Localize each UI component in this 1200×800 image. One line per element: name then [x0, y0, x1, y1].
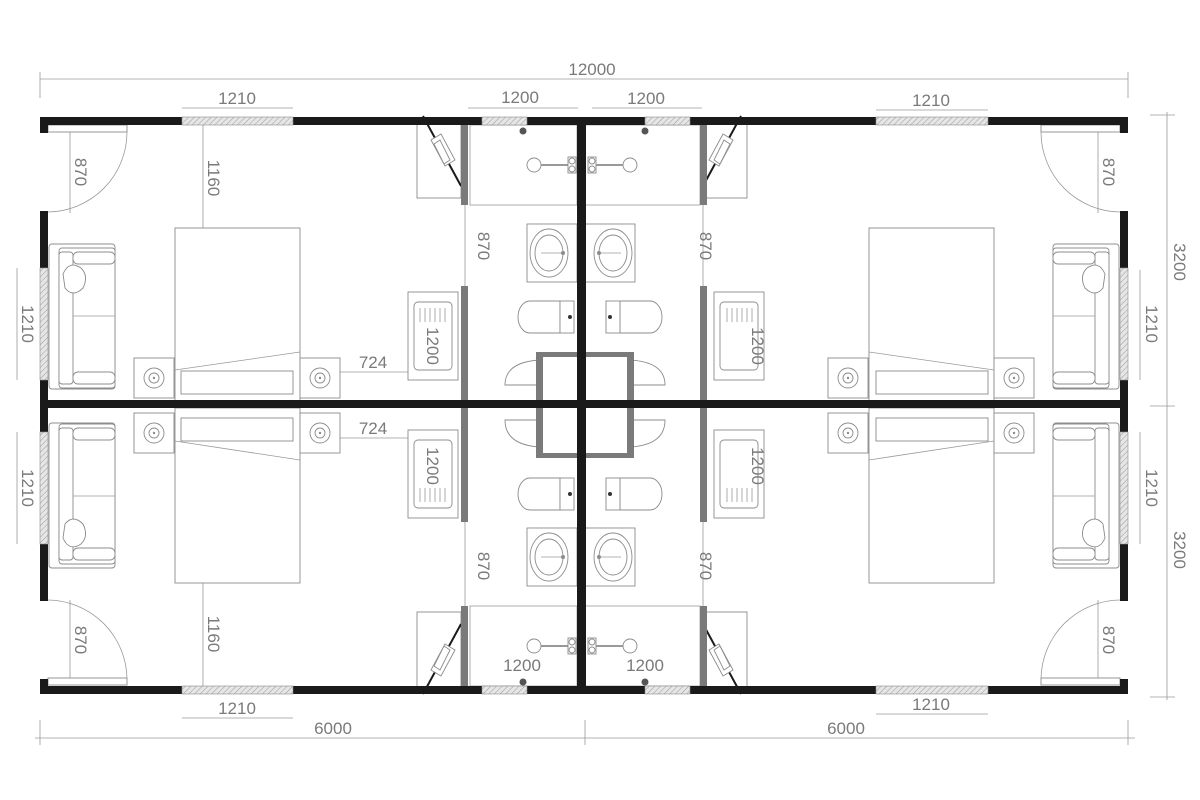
- right-lower-window-label: 1210: [1142, 469, 1161, 507]
- overall-width-label: 12000: [568, 60, 615, 79]
- bottom-left-window-label: 1210: [218, 699, 256, 718]
- bedside-lower-label: 724: [359, 419, 387, 438]
- walls: [40, 117, 1128, 694]
- vanity-top-left-label: 1200: [423, 327, 442, 365]
- bath-door-bottom-right-label: 870: [696, 552, 715, 580]
- bedside-upper-label: 724: [359, 353, 387, 372]
- top-right-bath-window-label: 1200: [627, 89, 665, 108]
- shower-bottom-right-label: 1200: [626, 656, 664, 675]
- right-upper-height-label: 3200: [1170, 243, 1189, 281]
- bath-door-bottom-left-label: 870: [474, 552, 493, 580]
- dimension-lines: [16, 72, 1175, 745]
- left-lower-window-label: 1210: [18, 469, 37, 507]
- vanity-top-right-label: 1200: [748, 327, 767, 365]
- right-lower-height-label: 3200: [1170, 531, 1189, 569]
- bath-door-top-right-label: 870: [696, 232, 715, 260]
- door-top-right-label: 870: [1099, 158, 1118, 186]
- dimension-labels: 12000 1210 1200 1200 1210 1210 1210 6000…: [18, 60, 1189, 738]
- door-bottom-right-label: 870: [1099, 626, 1118, 654]
- vanity-bottom-right-label: 1200: [748, 447, 767, 485]
- door-top-left-label: 870: [71, 158, 90, 186]
- top-right-window-label: 1210: [912, 91, 950, 110]
- top-left-bath-window-label: 1200: [501, 88, 539, 107]
- vanity-bottom-left-label: 1200: [423, 447, 442, 485]
- bottom-right-half-label: 6000: [827, 719, 865, 738]
- bath-door-top-left-label: 870: [474, 232, 493, 260]
- bottom-right-window-label: 1210: [912, 695, 950, 714]
- bed-clearance-bottom-label: 1160: [204, 616, 223, 653]
- door-bottom-left-label: 870: [71, 626, 90, 654]
- shower-bottom-left-label: 1200: [503, 656, 541, 675]
- bottom-left-half-label: 6000: [314, 719, 352, 738]
- left-upper-window-label: 1210: [18, 305, 37, 343]
- right-upper-window-label: 1210: [1142, 305, 1161, 343]
- furniture: [48, 115, 1120, 695]
- windows: [39, 116, 1129, 695]
- bed-clearance-top-label: 1160: [204, 160, 223, 197]
- top-left-window-label: 1210: [218, 89, 256, 108]
